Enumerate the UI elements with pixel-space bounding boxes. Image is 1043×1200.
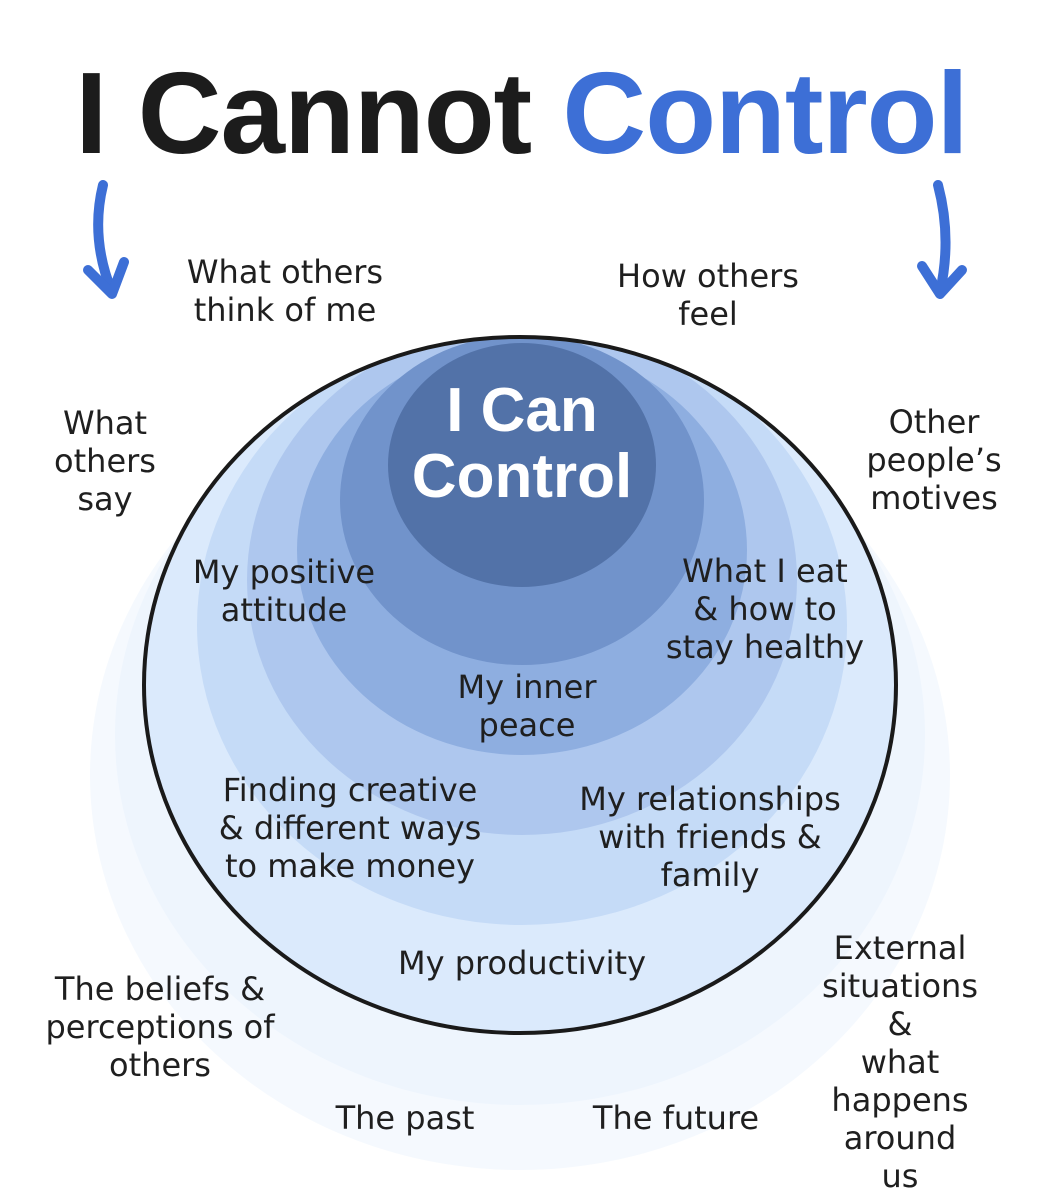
left-arrow-icon bbox=[83, 180, 129, 299]
page-title: I Cannot Control bbox=[0, 48, 1043, 178]
outer-circle-border bbox=[142, 335, 898, 1035]
title-part-dark: I Cannot bbox=[75, 48, 532, 178]
right-arrow-icon bbox=[917, 180, 967, 299]
label-beliefs-perceptions: The beliefs & perceptions of others bbox=[45, 970, 275, 1084]
label-productivity: My productivity bbox=[398, 944, 646, 982]
title-part-blue: Control bbox=[562, 48, 968, 178]
label-how-others-feel: How others feel bbox=[617, 257, 799, 333]
label-relationships: My relationships with friends & family bbox=[579, 780, 841, 894]
label-what-others-think: What others think of me bbox=[186, 253, 384, 329]
ring-core bbox=[388, 343, 656, 587]
label-make-money: Finding creative & different ways to mak… bbox=[218, 771, 482, 885]
label-the-future: The future bbox=[592, 1099, 760, 1137]
label-eat-healthy: What I eat & how to stay healthy bbox=[665, 552, 865, 666]
label-the-past: The past bbox=[335, 1099, 475, 1137]
label-what-others-say: What others say bbox=[54, 404, 156, 518]
label-inner-peace: My inner peace bbox=[457, 668, 597, 744]
label-external-situations: External situations & what happens aroun… bbox=[822, 929, 978, 1195]
label-others-motives: Other people’s motives bbox=[866, 403, 1002, 517]
center-label: I Can Control bbox=[411, 376, 633, 511]
label-positive-attitude: My positive attitude bbox=[192, 553, 376, 629]
